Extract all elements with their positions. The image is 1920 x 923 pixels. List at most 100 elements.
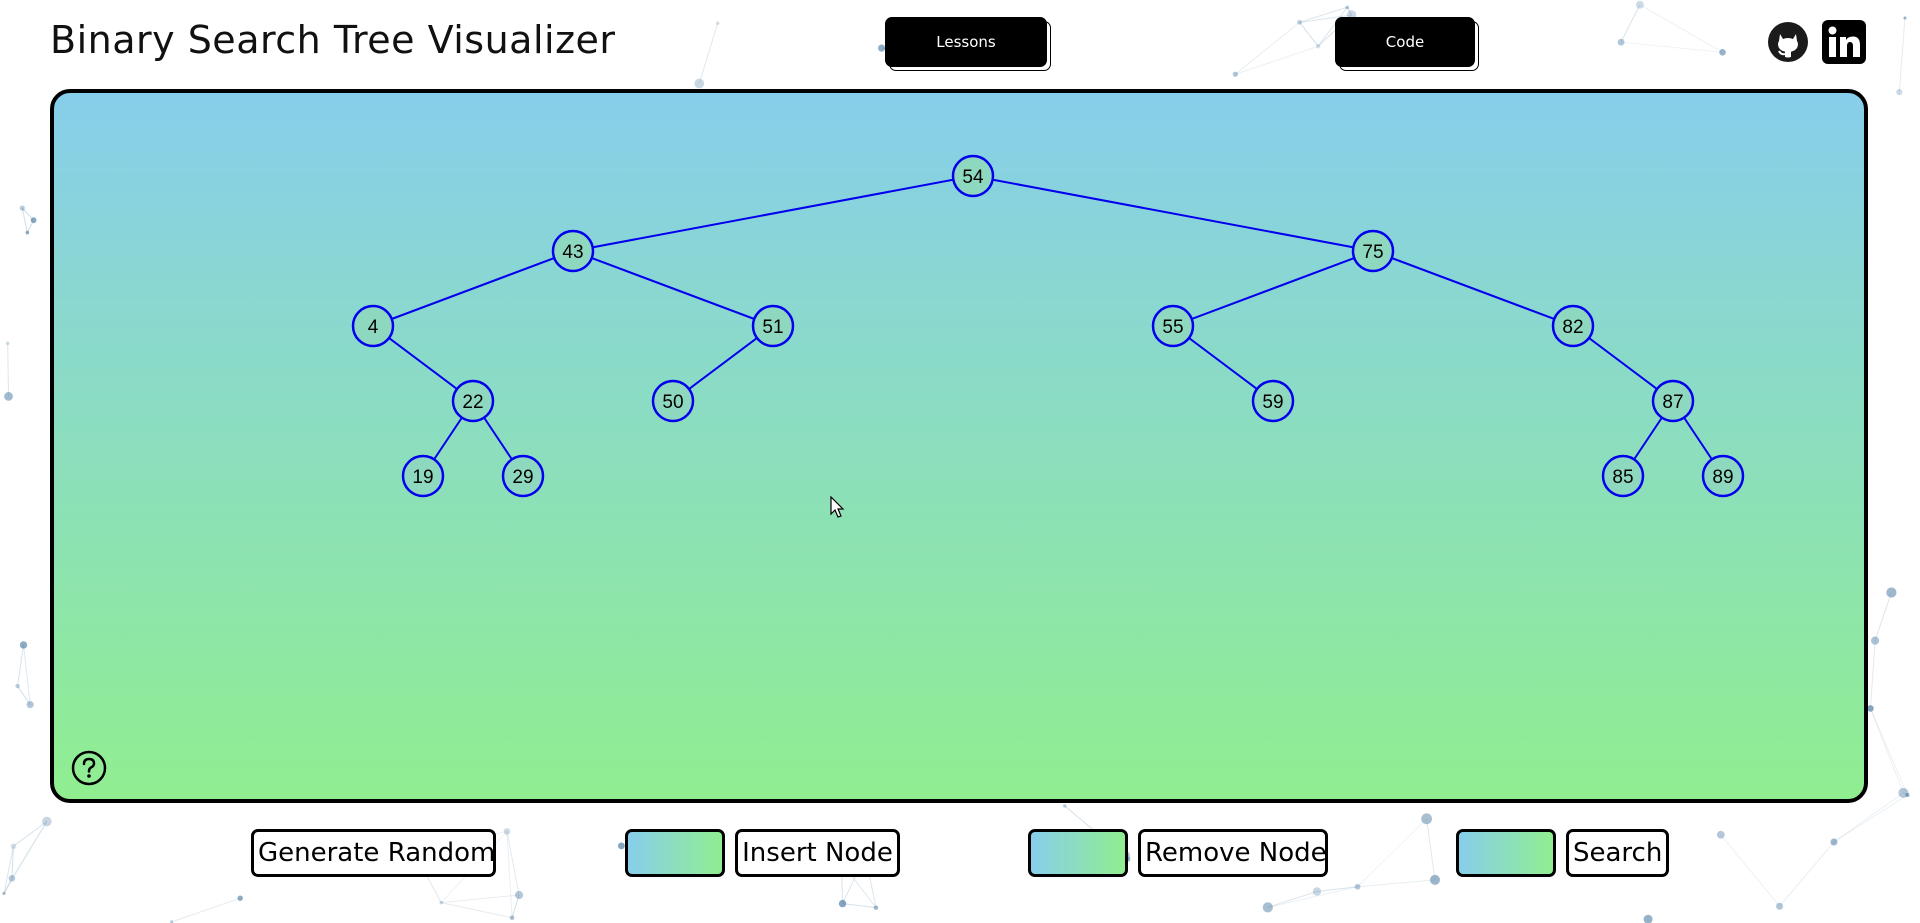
network-link <box>3 878 13 894</box>
tree-node-circle <box>1551 304 1595 348</box>
network-dot <box>838 899 847 908</box>
help-icon[interactable] <box>70 749 108 787</box>
tree-edge <box>1372 250 1574 327</box>
tree-node-label: 50 <box>662 392 683 413</box>
tree-node-label: 43 <box>562 242 583 263</box>
tree-node-circle <box>751 304 795 348</box>
insert-node-button[interactable]: Insert Node <box>735 829 900 877</box>
network-link <box>1267 890 1318 908</box>
network-link <box>1299 6 1348 23</box>
tree-node[interactable]: 75 <box>1351 229 1395 273</box>
network-dot <box>694 78 705 89</box>
tree-node-label: 89 <box>1712 467 1733 488</box>
tree-node[interactable]: 51 <box>751 304 795 348</box>
linkedin-icon[interactable] <box>1822 20 1866 64</box>
github-icon[interactable] <box>1766 20 1810 64</box>
network-dot <box>509 915 515 921</box>
tree-node-label: 85 <box>1612 467 1633 488</box>
tree-node[interactable]: 85 <box>1601 454 1645 498</box>
network-dot <box>1312 887 1322 896</box>
tree-node-label: 51 <box>762 317 783 338</box>
network-link <box>17 685 31 705</box>
tree-node[interactable]: 29 <box>501 454 545 498</box>
network-dot <box>1232 71 1238 77</box>
lessons-button[interactable]: Lessons <box>885 17 1047 67</box>
network-link <box>1720 834 1780 907</box>
tree-node-circle <box>651 379 695 423</box>
network-dot <box>5 341 10 346</box>
network-link <box>511 894 520 918</box>
network-dot <box>514 890 524 900</box>
tree-node[interactable]: 55 <box>1151 304 1195 348</box>
tree-node[interactable]: 4 <box>351 304 395 348</box>
generate-random-button[interactable]: Generate Random <box>251 829 496 877</box>
network-link <box>842 903 877 909</box>
network-link <box>506 831 513 918</box>
network-dot <box>19 205 25 211</box>
tree-node-label: 59 <box>1262 392 1283 413</box>
network-link <box>1639 4 1723 53</box>
network-dot <box>1643 914 1653 923</box>
tree-node[interactable]: 87 <box>1651 379 1695 423</box>
network-link <box>1299 22 1319 47</box>
network-dot <box>873 905 879 910</box>
tree-node[interactable]: 54 <box>951 154 995 198</box>
network-link <box>1621 41 1723 53</box>
tree-node-label: 75 <box>1362 242 1383 263</box>
search-value-input[interactable] <box>1456 829 1556 877</box>
network-dot <box>42 816 52 827</box>
network-dot <box>1776 902 1784 910</box>
network-dot <box>439 900 444 905</box>
network-link <box>506 831 520 896</box>
network-link <box>23 644 31 705</box>
tree-edge <box>572 175 974 252</box>
remove-value-input[interactable] <box>1028 829 1128 877</box>
tree-node[interactable]: 89 <box>1701 454 1745 498</box>
network-dot <box>1063 804 1067 808</box>
network-dot <box>715 21 720 25</box>
network-dot <box>878 44 886 52</box>
remove-node-button[interactable]: Remove Node <box>1138 829 1328 877</box>
tree-node-circle <box>1651 379 1695 423</box>
network-dot <box>1896 89 1903 96</box>
network-dot <box>170 920 174 923</box>
tree-node[interactable]: 22 <box>451 379 495 423</box>
network-link <box>1870 708 1908 796</box>
tree-node[interactable]: 59 <box>1251 379 1295 423</box>
network-dot <box>8 874 16 882</box>
network-link <box>1833 794 1908 843</box>
network-link <box>1235 21 1300 75</box>
tree-node-circle <box>1701 454 1745 498</box>
network-dot <box>1867 705 1874 712</box>
tree-diagram: 54 43 75 4 51 55 82 22 50 59 87 19 29 85 89 <box>351 154 1745 498</box>
network-dot <box>1716 830 1725 839</box>
tree-node-circle <box>1251 379 1295 423</box>
network-dot <box>1719 48 1726 56</box>
tree-canvas[interactable]: 54 43 75 4 51 55 82 22 50 59 87 19 29 85 89 <box>50 89 1868 803</box>
network-link <box>1316 886 1358 892</box>
tree-node[interactable]: 82 <box>1551 304 1595 348</box>
network-dot <box>2 891 6 896</box>
tree-node-circle <box>951 154 995 198</box>
tree-node[interactable]: 43 <box>551 229 595 273</box>
network-dot <box>1898 787 1909 798</box>
insert-value-input[interactable] <box>625 829 725 877</box>
app-title: Binary Search Tree Visualizer <box>50 18 616 62</box>
tree-node-label: 87 <box>1662 392 1683 413</box>
network-link <box>1299 14 1352 23</box>
network-link <box>1357 879 1436 888</box>
network-dot <box>237 895 243 901</box>
network-link <box>1869 640 1876 709</box>
network-link <box>1267 886 1358 908</box>
code-button[interactable]: Code <box>1335 17 1475 67</box>
tree-node-circle <box>551 229 595 273</box>
tree-node-label: 54 <box>962 167 984 188</box>
network-dot <box>1345 5 1350 10</box>
tree-node[interactable]: 19 <box>401 454 445 498</box>
network-dot <box>1830 838 1838 846</box>
network-link <box>11 821 48 879</box>
tree-node-label: 29 <box>512 467 533 488</box>
tree-node[interactable]: 50 <box>651 379 695 423</box>
network-dot <box>617 842 625 850</box>
search-button[interactable]: Search <box>1566 829 1669 877</box>
